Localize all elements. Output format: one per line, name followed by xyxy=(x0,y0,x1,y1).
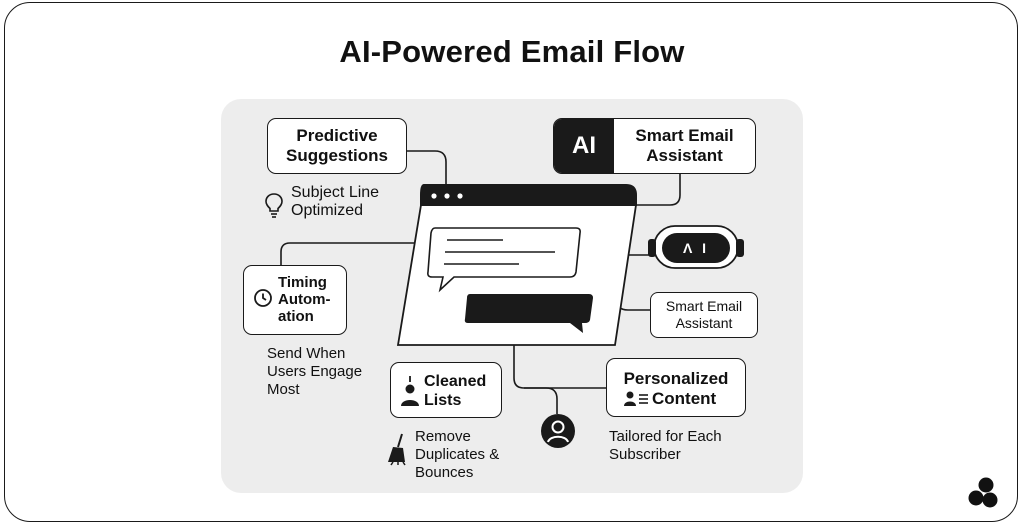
smart-email-assistant-box: AI Smart Email Assistant xyxy=(553,118,756,174)
tailored-line2: Subscriber xyxy=(609,446,681,463)
tailored-note: Tailored for Each Subscriber xyxy=(609,428,722,464)
smart-small-line2: Assistant xyxy=(675,315,733,331)
timing-line1: Timing xyxy=(278,274,327,291)
predictive-suggestions-box: Predictive Suggestions xyxy=(267,118,407,174)
personalized-line2: Content xyxy=(652,389,717,408)
user-avatar-icon xyxy=(541,414,575,448)
subject-line2: Optimized xyxy=(291,202,364,219)
smart-top-line1: Smart Email xyxy=(635,126,734,145)
cleaned-line2: Lists xyxy=(424,392,462,409)
predictive-line2: Suggestions xyxy=(285,146,388,165)
connector-user xyxy=(524,387,558,414)
smart-top-line2: Assistant xyxy=(646,146,723,165)
user-list-icon xyxy=(401,376,419,406)
personalized-line1: Personalized xyxy=(623,369,729,388)
send-when-line2: Users Engage xyxy=(267,363,363,380)
tailored-line1: Tailored for Each xyxy=(609,428,722,445)
personalized-content-box: Personalized Content xyxy=(606,358,746,417)
email-window xyxy=(396,184,638,346)
predictive-line1: Predictive xyxy=(296,126,378,145)
send-when-line3: Most xyxy=(267,381,300,398)
send-when-line1: Send When xyxy=(267,345,346,362)
timing-line3: ation xyxy=(278,308,314,325)
clock-icon xyxy=(254,289,272,307)
connector-timing xyxy=(280,242,418,265)
lightbulb-icon xyxy=(265,193,283,218)
remove-line1: Remove xyxy=(415,428,471,445)
subject-line1: Subject Line xyxy=(291,184,380,201)
send-when-note: Send When Users Engage Most xyxy=(267,345,362,399)
robot-face-label: Λ I xyxy=(682,240,710,256)
subject-line-note: Subject Line Optimized xyxy=(291,184,379,220)
connector-smart-top xyxy=(636,173,681,206)
smart-small-line1: Smart Email xyxy=(665,298,743,314)
cleaned-lists-box: Cleaned Lists xyxy=(390,362,502,418)
remove-line3: Bounces xyxy=(415,464,474,481)
connector-predictive xyxy=(407,150,447,186)
timing-line2: Autom- xyxy=(278,291,331,308)
connector-personalized xyxy=(513,344,606,389)
cleaned-line1: Cleaned xyxy=(424,373,487,390)
ai-badge: AI xyxy=(554,119,614,173)
timing-automation-box: Timing Autom- ation xyxy=(243,265,347,335)
remove-line2: Duplicates & xyxy=(415,446,500,463)
smart-email-assistant-small-box: Smart Email Assistant xyxy=(650,292,758,338)
brand-logo-icon xyxy=(968,477,998,508)
person-icon xyxy=(624,391,648,406)
robot-icon xyxy=(648,225,744,269)
page-title: AI-Powered Email Flow xyxy=(339,34,685,69)
broom-icon xyxy=(388,433,406,466)
remove-duplicates-note: Remove Duplicates & Bounces xyxy=(415,428,499,482)
